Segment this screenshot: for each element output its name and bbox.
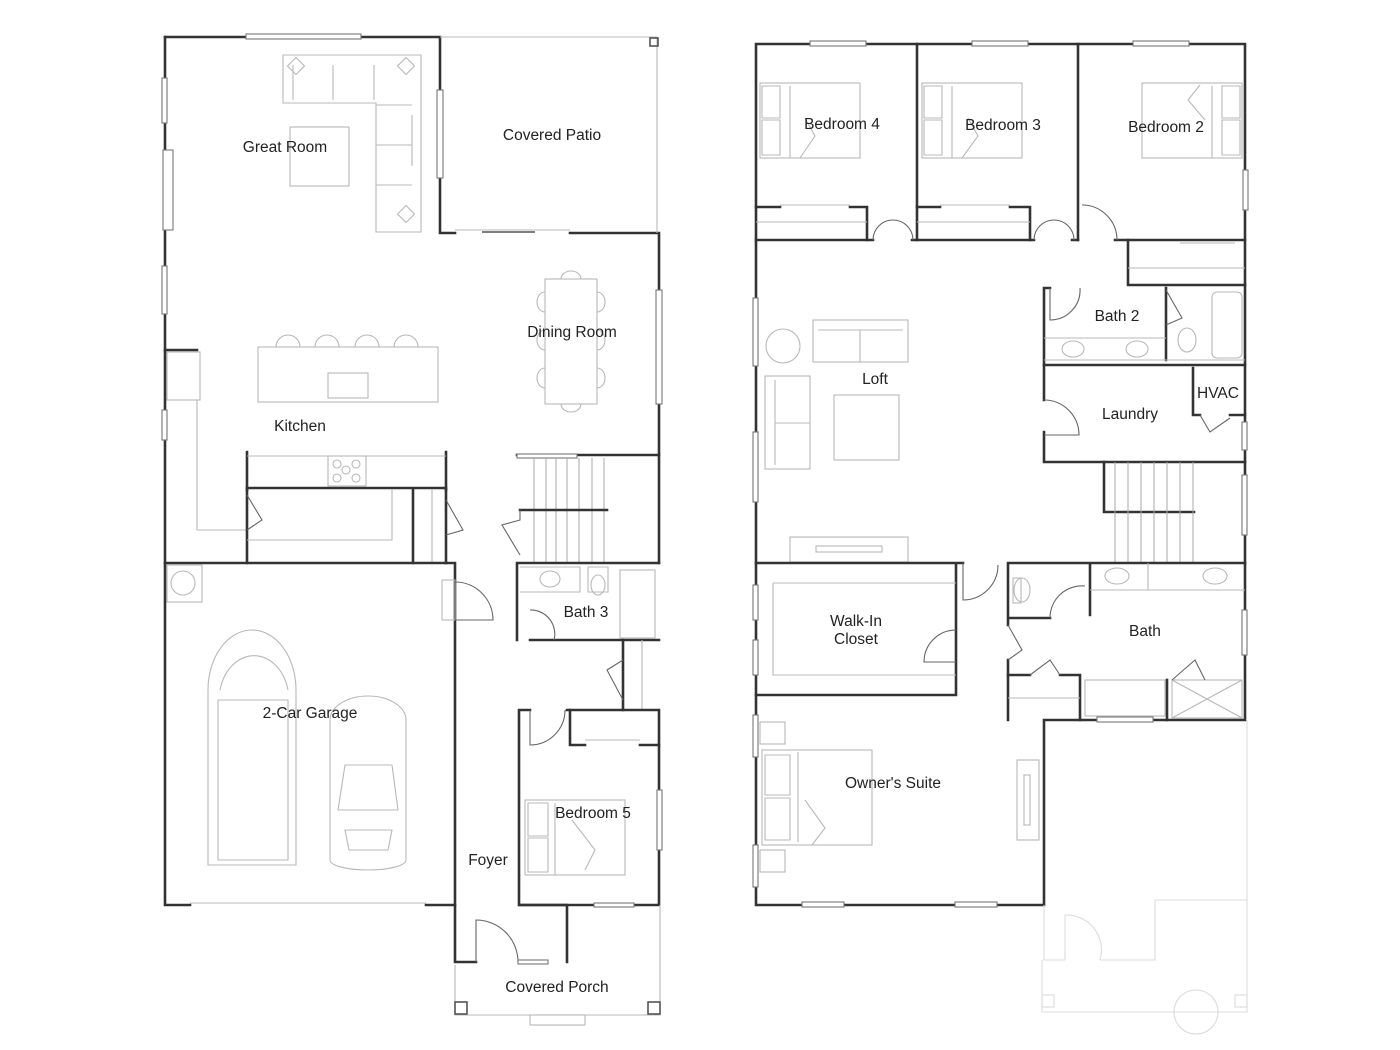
label-great-room: Great Room: [243, 139, 327, 156]
label-dining-room: Dining Room: [527, 324, 617, 341]
label-walk-in-closet-line1: Walk-In: [830, 613, 882, 630]
room-labels: Great Room Covered Patio Dining Room Kit…: [243, 116, 1239, 996]
label-bedroom-4: Bedroom 4: [804, 116, 880, 133]
label-walk-in-closet-line2: Closet: [834, 631, 879, 648]
label-kitchen: Kitchen: [274, 418, 326, 435]
first-floor-plan: [161, 33, 663, 1026]
label-hvac: HVAC: [1197, 385, 1239, 402]
label-owner-bath: Bath: [1129, 623, 1161, 640]
label-bedroom-2: Bedroom 2: [1128, 119, 1204, 136]
label-owners-suite: Owner's Suite: [845, 775, 941, 792]
label-bedroom-3: Bedroom 3: [965, 117, 1041, 134]
label-covered-patio: Covered Patio: [503, 127, 601, 144]
label-foyer: Foyer: [468, 852, 508, 869]
second-floor-plan: [752, 40, 1249, 1035]
label-2-car-garage: 2-Car Garage: [263, 705, 358, 722]
label-loft: Loft: [862, 371, 889, 388]
label-bath-3: Bath 3: [564, 604, 609, 621]
label-covered-porch: Covered Porch: [505, 979, 608, 996]
label-bath-2: Bath 2: [1095, 308, 1140, 325]
label-laundry: Laundry: [1102, 406, 1158, 423]
label-bedroom-5: Bedroom 5: [555, 805, 631, 822]
